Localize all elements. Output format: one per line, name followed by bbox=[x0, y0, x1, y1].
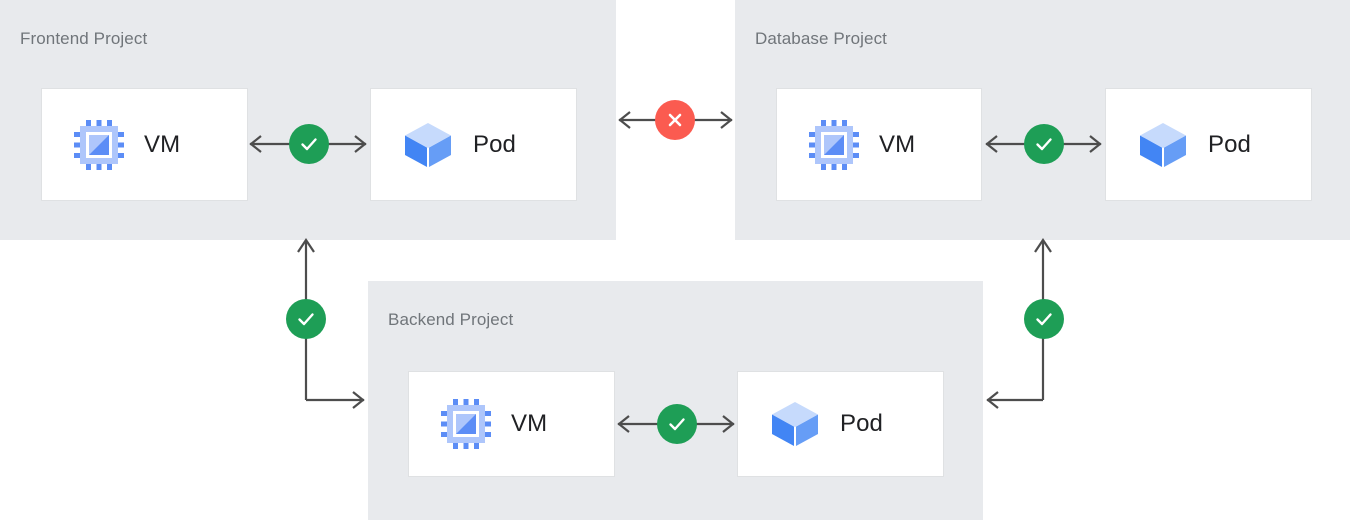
cross-icon bbox=[668, 113, 682, 127]
status-badge-database-backend[interactable] bbox=[1024, 299, 1064, 339]
status-badge-frontend-backend[interactable] bbox=[286, 299, 326, 339]
status-badge-frontend-internal[interactable] bbox=[289, 124, 329, 164]
resource-label: Pod bbox=[473, 130, 517, 158]
pod-cube-icon bbox=[1140, 122, 1186, 167]
check-icon bbox=[669, 418, 685, 431]
arrowhead-database-backend-up bbox=[1034, 238, 1052, 253]
arrowhead-cross-right bbox=[720, 111, 733, 129]
arrowhead-frontend-backend-right bbox=[352, 391, 365, 409]
arrowhead-database-backend-left bbox=[986, 391, 999, 409]
resource-label: Pod bbox=[1208, 130, 1252, 158]
resource-card-backend-vm[interactable]: VM bbox=[408, 371, 615, 477]
check-icon bbox=[1036, 138, 1052, 151]
panel-title-database: Database Project bbox=[755, 29, 888, 48]
panel-title-backend: Backend Project bbox=[388, 310, 514, 329]
check-icon bbox=[301, 138, 317, 151]
pod-cube-icon bbox=[405, 122, 451, 167]
arrowhead-frontend-backend-up bbox=[297, 238, 315, 253]
panel-title-frontend: Frontend Project bbox=[20, 29, 148, 48]
vm-chip-icon bbox=[441, 399, 491, 449]
check-icon bbox=[1036, 313, 1052, 326]
resource-label: VM bbox=[879, 130, 916, 158]
resource-label: VM bbox=[144, 130, 181, 158]
status-badge-backend-internal[interactable] bbox=[657, 404, 697, 444]
resource-card-frontend-vm[interactable]: VM bbox=[41, 88, 248, 201]
arrowhead-cross-left bbox=[618, 111, 631, 129]
resource-card-database-pod[interactable]: Pod bbox=[1105, 88, 1312, 201]
pod-cube-icon bbox=[772, 402, 818, 446]
check-icon bbox=[298, 313, 314, 326]
resource-card-database-vm[interactable]: VM bbox=[776, 88, 982, 201]
status-badge-frontend-database[interactable] bbox=[655, 100, 695, 140]
vm-chip-icon bbox=[809, 119, 859, 170]
resource-label: VM bbox=[511, 410, 548, 437]
status-badge-database-internal[interactable] bbox=[1024, 124, 1064, 164]
vm-chip-icon bbox=[74, 119, 124, 170]
resource-card-backend-pod[interactable]: Pod bbox=[737, 371, 944, 477]
resource-label: Pod bbox=[840, 410, 884, 437]
resource-card-frontend-pod[interactable]: Pod bbox=[370, 88, 577, 201]
